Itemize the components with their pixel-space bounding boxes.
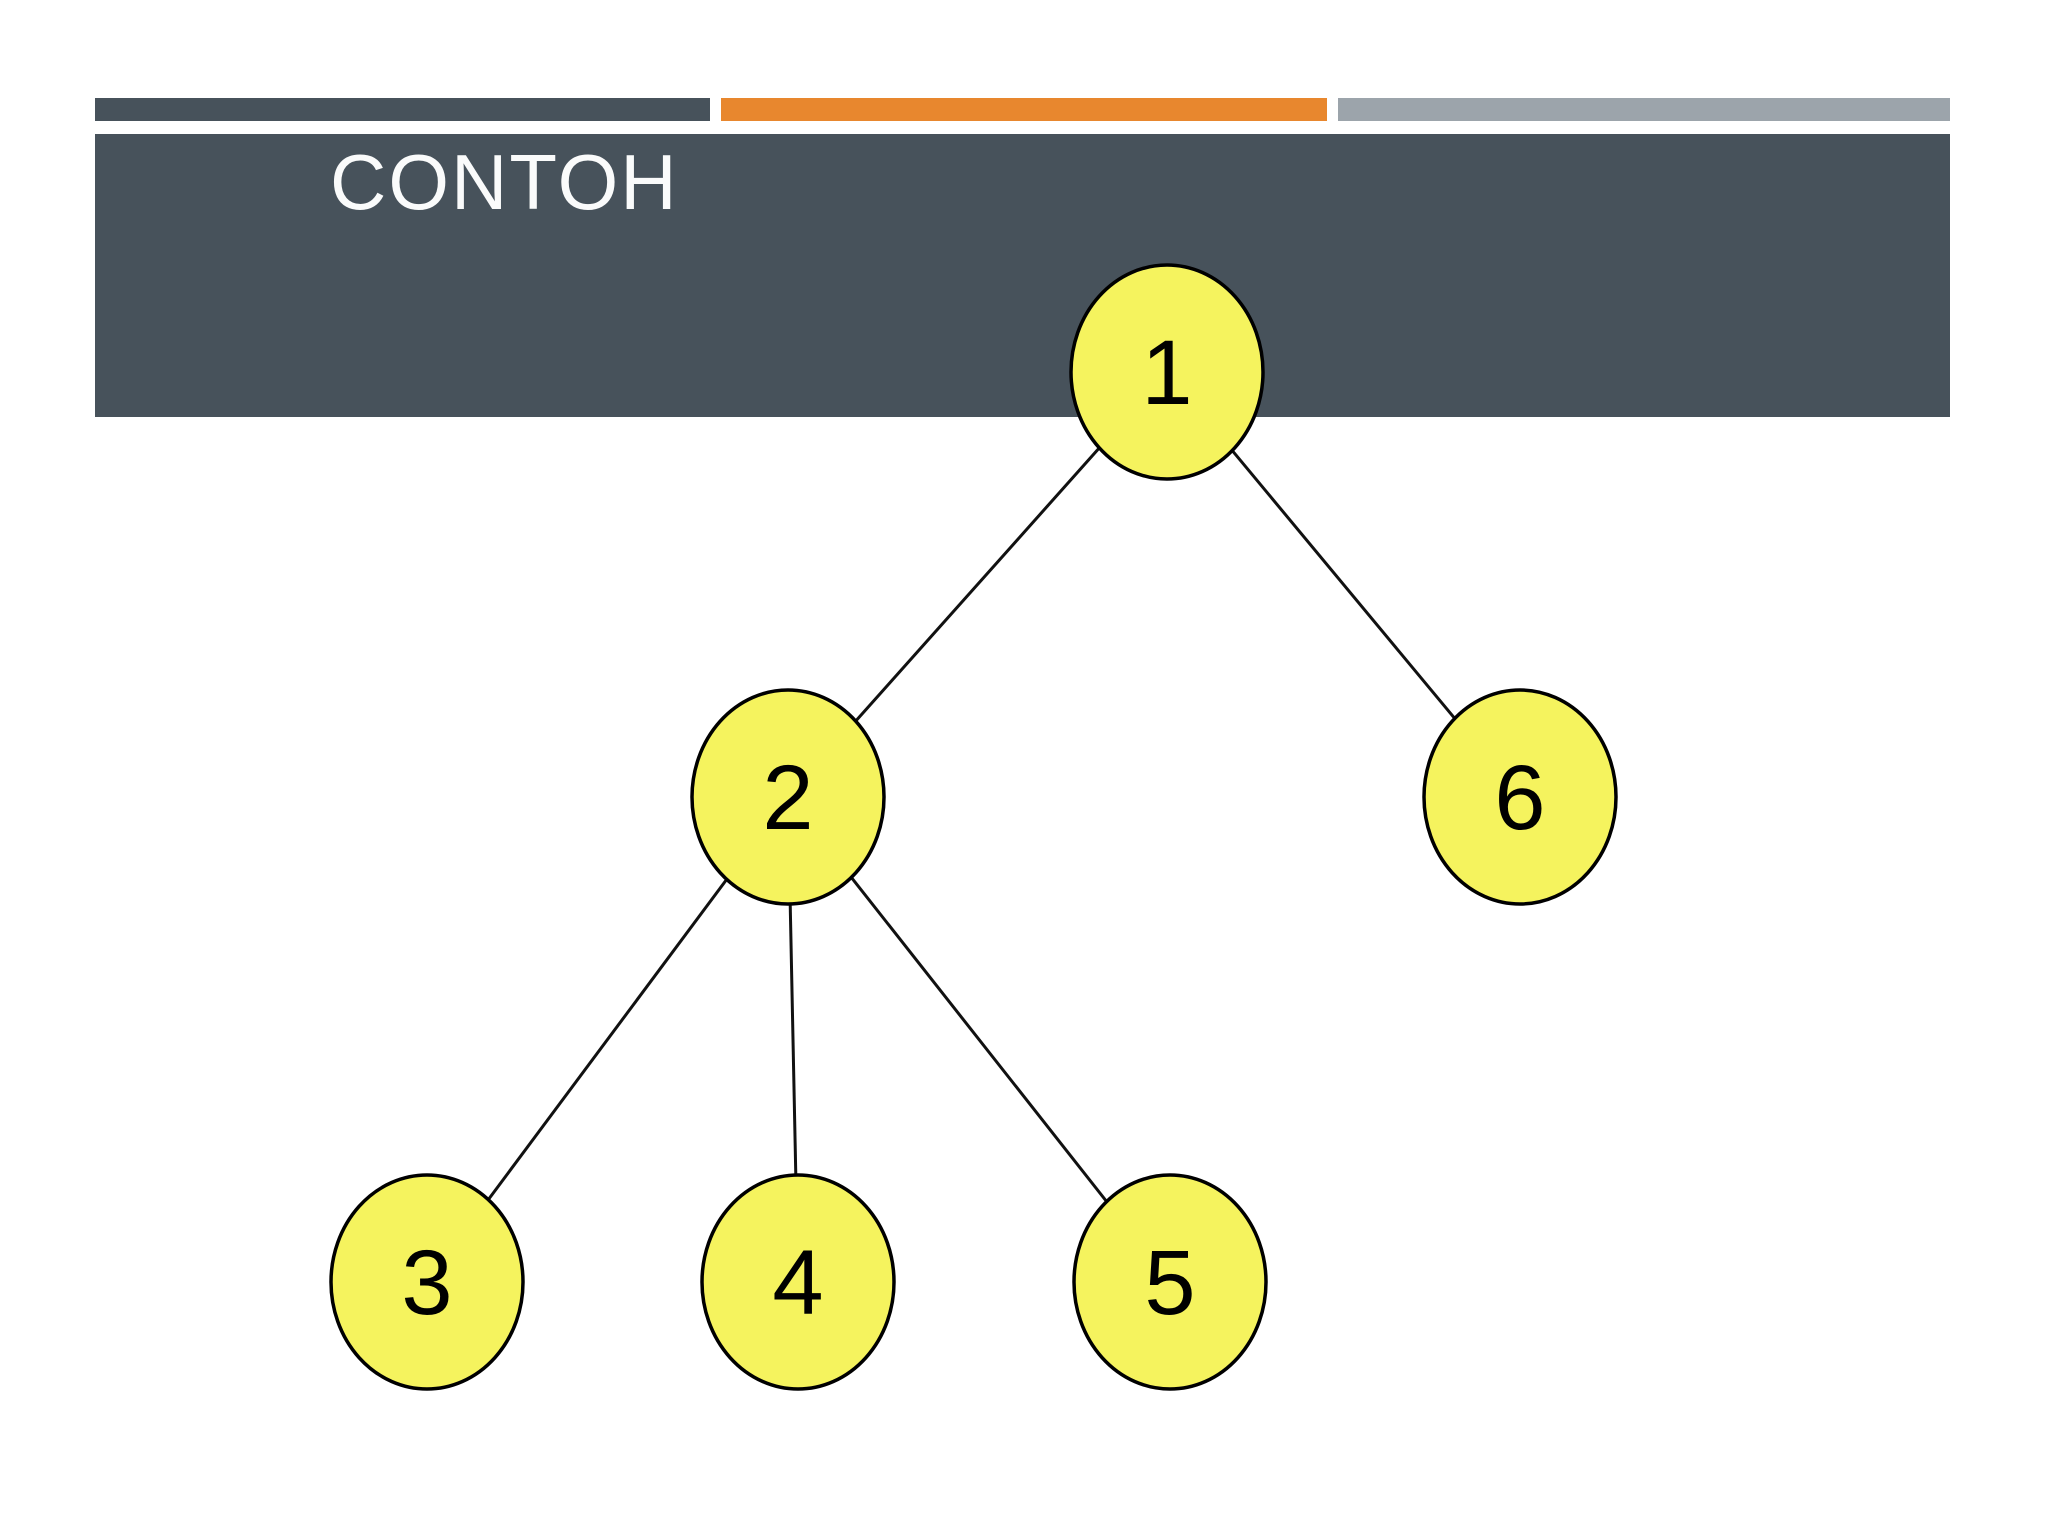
title-band: CONTOH: [95, 134, 1950, 417]
accent-segment-gray: [1338, 98, 1950, 121]
tree-node-label-5: 5: [1144, 1232, 1195, 1334]
tree-node-1: 1: [1069, 263, 1265, 481]
accent-segment-dark: [95, 98, 710, 121]
tree-node-label-4: 4: [772, 1232, 823, 1334]
tree-node-4: 4: [700, 1173, 896, 1391]
tree-edges: [425, 371, 1522, 1283]
tree-node-circle-3: [329, 1173, 525, 1391]
tree-node-label-6: 6: [1494, 747, 1545, 849]
tree-node-label-2: 2: [762, 747, 813, 849]
tree-node-2: 2: [690, 688, 886, 906]
tree-node-circle-5: [1072, 1173, 1268, 1391]
tree-node-3: 3: [329, 1173, 525, 1391]
tree-node-circle-6: [1422, 688, 1618, 906]
tree-node-5: 5: [1072, 1173, 1268, 1391]
tree-node-circle-4: [700, 1173, 896, 1391]
tree-node-circle-2: [690, 688, 886, 906]
tree-node-circle-1: [1069, 263, 1265, 481]
accent-segment-orange: [721, 98, 1327, 121]
tree-node-label-3: 3: [401, 1232, 452, 1334]
tree-node-6: 6: [1422, 688, 1618, 906]
tree-node-label-1: 1: [1141, 322, 1192, 424]
slide-title: CONTOH: [330, 138, 679, 226]
tree-nodes: 1 2 6 3 4 5: [329, 263, 1618, 1391]
top-accent-bar: [95, 98, 1950, 121]
